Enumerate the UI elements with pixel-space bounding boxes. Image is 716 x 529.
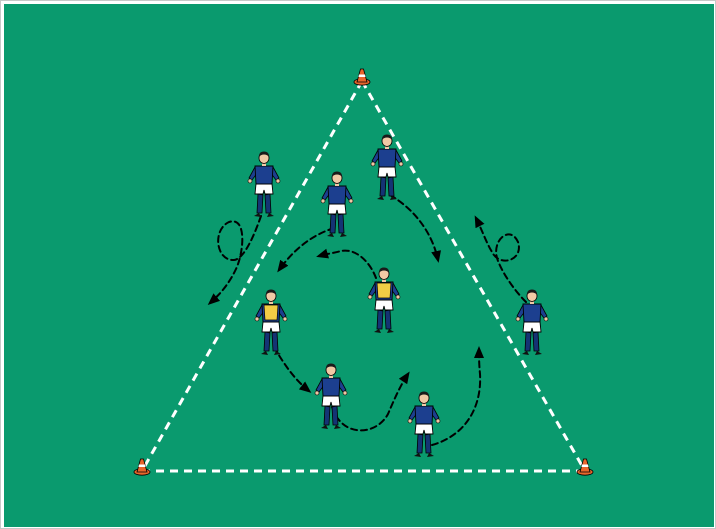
training-bib-icon	[377, 283, 391, 298]
training-bib-icon	[264, 305, 278, 320]
pitch-area: .shirt{fill:#1c3f8f;} .socks{fill:#14337…	[4, 4, 714, 527]
